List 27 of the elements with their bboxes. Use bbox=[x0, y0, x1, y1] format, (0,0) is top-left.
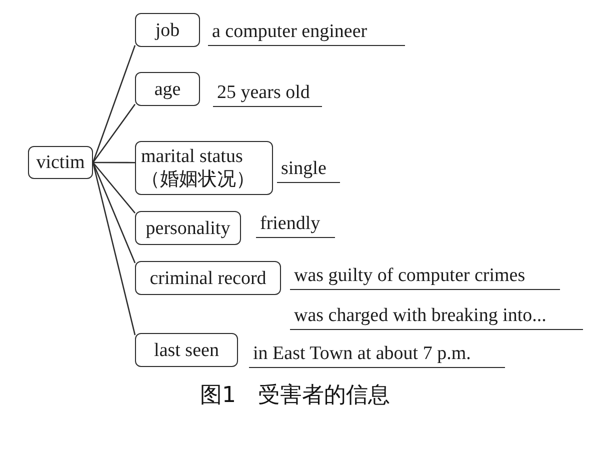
underlined-answer: 25 years old bbox=[213, 81, 322, 107]
rounded-box bbox=[135, 13, 200, 47]
node-label: personality bbox=[146, 216, 230, 240]
rounded-box bbox=[28, 146, 93, 179]
underlined-answer: was guilty of computer crimes bbox=[290, 264, 560, 290]
node-label: job bbox=[155, 18, 180, 42]
rounded-box bbox=[135, 72, 200, 106]
rounded-box bbox=[135, 211, 241, 245]
underlined-answer: single bbox=[277, 157, 340, 183]
node-label: marital status （婚姻状况） bbox=[141, 145, 256, 191]
connector-line bbox=[93, 162, 135, 164]
rounded-box bbox=[135, 141, 273, 195]
node-label: victim bbox=[36, 151, 85, 174]
connector-line bbox=[92, 162, 136, 214]
node-label: criminal record bbox=[150, 266, 266, 290]
connector-line bbox=[92, 162, 136, 264]
underlined-answer: a computer engineer bbox=[208, 20, 405, 46]
figure-caption: 图1 受害者的信息 bbox=[200, 382, 390, 410]
connector-line bbox=[92, 104, 136, 163]
underlined-answer: was charged with breaking into... bbox=[290, 304, 583, 330]
underlined-answer: friendly bbox=[256, 212, 335, 238]
node-label: last seen bbox=[154, 338, 219, 362]
connector-line bbox=[92, 45, 136, 163]
rounded-box bbox=[135, 261, 281, 295]
underlined-answer: in East Town at about 7 p.m. bbox=[249, 342, 505, 368]
node-label: age bbox=[154, 78, 181, 100]
rounded-box bbox=[135, 333, 238, 367]
